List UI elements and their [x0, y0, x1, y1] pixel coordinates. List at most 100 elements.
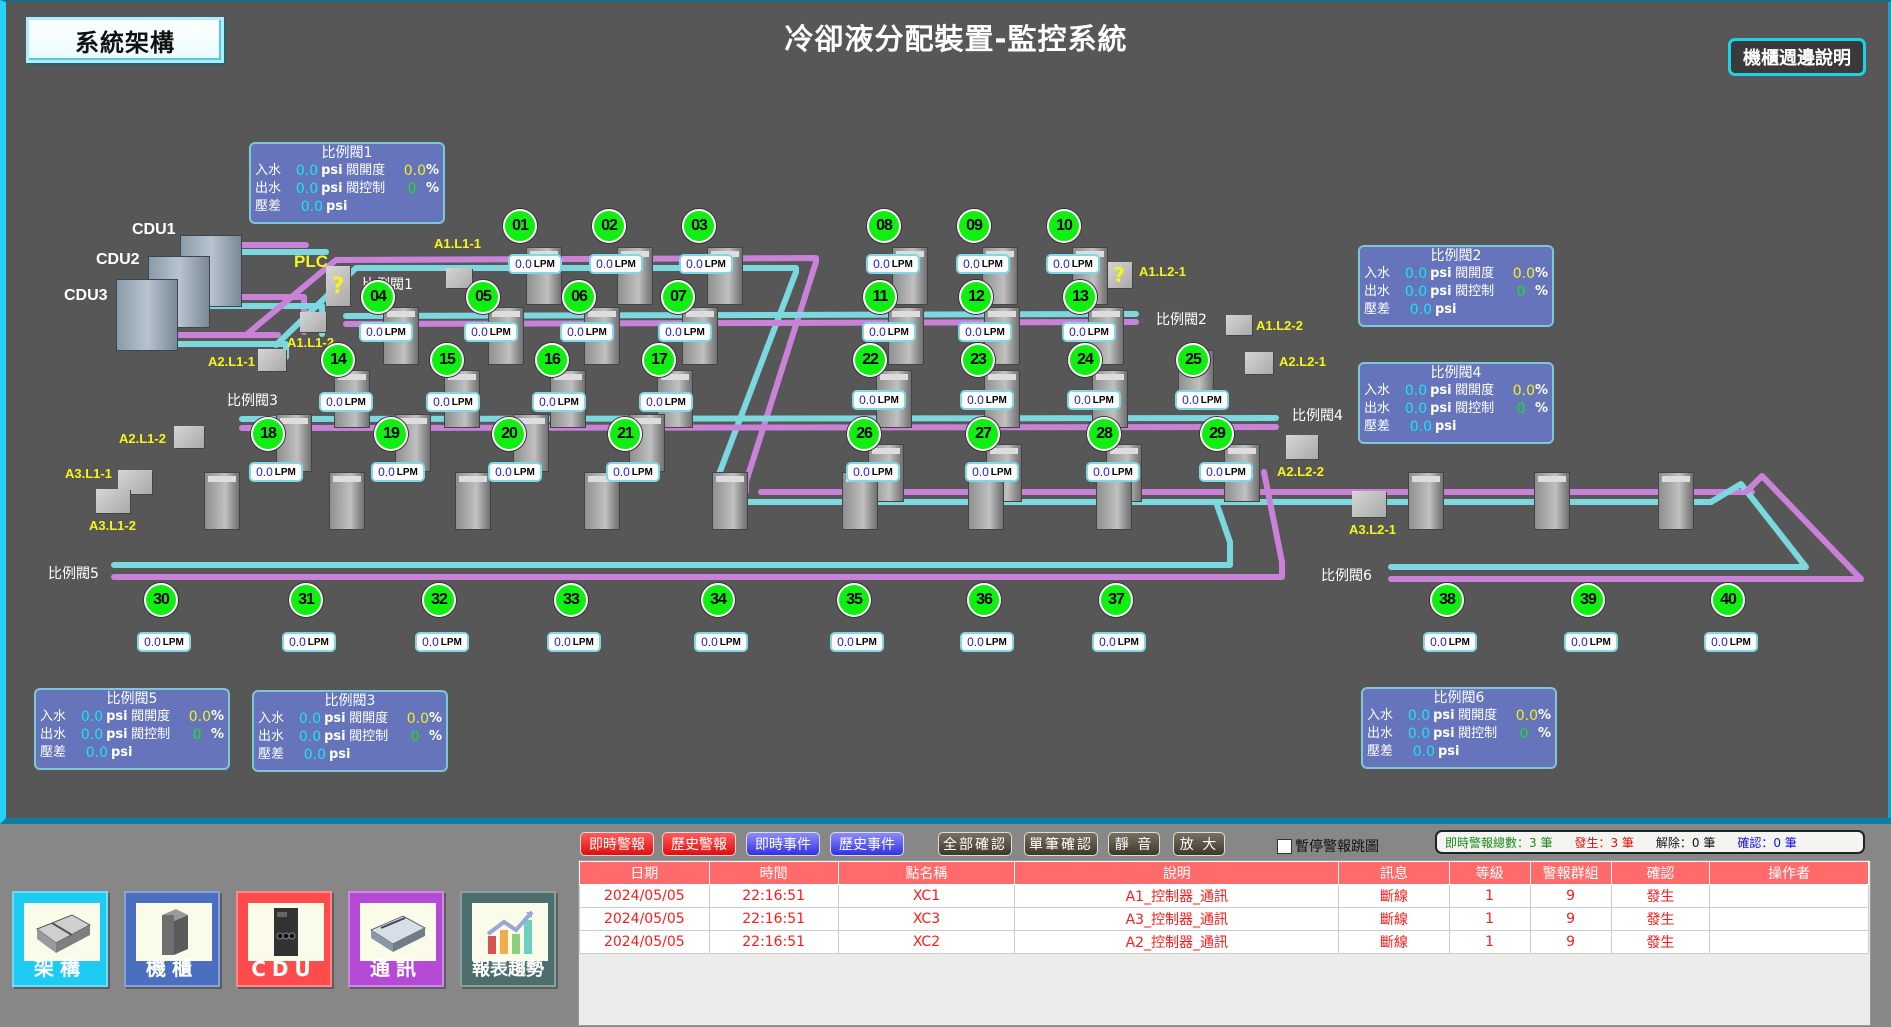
psi-unit: psi — [1430, 284, 1452, 299]
rack-cabinet[interactable] — [1408, 472, 1444, 530]
rack-cabinet[interactable] — [1658, 472, 1694, 530]
controller-box-a3l1-2[interactable] — [96, 489, 130, 513]
rack-status-badge[interactable]: 16 — [535, 343, 569, 377]
psi-unit: psi — [1433, 726, 1455, 741]
rack-status-badge[interactable]: 40 — [1711, 583, 1745, 617]
realtime-alarm-button[interactable]: 即時警報 — [580, 832, 654, 856]
history-event-button[interactable]: 歷史事件 — [830, 832, 904, 856]
controller-box-a2l1-1[interactable] — [258, 349, 286, 371]
rack-status-badge[interactable]: 11 — [863, 280, 897, 314]
rack-status-badge[interactable]: 38 — [1430, 583, 1464, 617]
rack-status-badge[interactable]: 12 — [959, 280, 993, 314]
nav-button-cdu-unit[interactable]: CDU — [236, 891, 332, 987]
rack-status-badge[interactable]: 36 — [967, 583, 1001, 617]
rack-status-badge[interactable]: 35 — [837, 583, 871, 617]
plc-label: PLC — [294, 252, 328, 271]
rack-status-badge[interactable]: 25 — [1176, 343, 1210, 377]
nav-button-cabinet[interactable]: 機櫃 — [124, 891, 220, 987]
controller-box-a2l2-1[interactable] — [1245, 352, 1273, 374]
realtime-event-button[interactable]: 即時事件 — [746, 832, 820, 856]
rack-status-badge[interactable]: 01 — [503, 209, 537, 243]
percent-unit: % — [210, 727, 225, 742]
opening-label: 閥開度 — [1458, 708, 1498, 723]
alarm-column-header[interactable]: 時間 — [708, 861, 839, 885]
nav-button-communication-module[interactable]: 通訊 — [348, 891, 444, 987]
rack-status-badge[interactable]: 03 — [682, 209, 716, 243]
rack-status-badge[interactable]: 02 — [592, 209, 626, 243]
rack-status-badge[interactable]: 05 — [466, 280, 500, 314]
rack-status-badge[interactable]: 32 — [422, 583, 456, 617]
alarm-column-header[interactable]: 警報群組 — [1529, 861, 1612, 885]
flow-value: 0.0 — [1430, 635, 1447, 649]
controller-box-a1l2-2[interactable] — [1226, 315, 1252, 335]
rack-status-badge[interactable]: 07 — [661, 280, 695, 314]
controller-box-a3l2-1[interactable] — [1352, 491, 1386, 517]
rack-status-badge[interactable]: 15 — [430, 343, 464, 377]
alarm-column-header[interactable]: 訊息 — [1338, 861, 1450, 885]
rack-status-badge[interactable]: 21 — [608, 417, 642, 451]
rack-cabinet[interactable] — [204, 472, 240, 530]
rack-cabinet[interactable] — [712, 472, 748, 530]
rack-status-badge[interactable]: 04 — [361, 280, 395, 314]
cabinet-peripheral-help-button[interactable]: 機櫃週邊說明 — [1728, 38, 1866, 76]
rack-status-badge[interactable]: 06 — [562, 280, 596, 314]
alarm-column-header[interactable]: 操作者 — [1709, 861, 1869, 885]
mute-button[interactable]: 靜 音 — [1108, 832, 1160, 856]
alarm-column-header[interactable]: 確認 — [1610, 861, 1711, 885]
rack-status-badge[interactable]: 22 — [853, 343, 887, 377]
rack-status-badge[interactable]: 14 — [321, 343, 355, 377]
controller-box-a1l1-1[interactable] — [446, 268, 472, 288]
rack-status-badge[interactable]: 26 — [847, 417, 881, 451]
rack-cabinet[interactable] — [329, 472, 365, 530]
acknowledge-all-button[interactable]: 全部確認 — [938, 832, 1012, 856]
cdu3-unit[interactable] — [116, 279, 178, 351]
flow-value: 0.0 — [967, 635, 984, 649]
rack-status-badge[interactable]: 28 — [1087, 417, 1121, 451]
nav-button-trend-chart[interactable]: 報表趨勢 — [460, 891, 556, 987]
rack-cabinet[interactable] — [682, 307, 718, 365]
rack-status-badge[interactable]: 39 — [1571, 583, 1605, 617]
rack-status-badge[interactable]: 23 — [961, 343, 995, 377]
system-architecture-button[interactable]: 系統架構 — [26, 17, 224, 63]
rack-status-badge[interactable]: 13 — [1063, 280, 1097, 314]
plc-status-unknown-icon[interactable]: ? — [326, 266, 350, 306]
rack-status-badge[interactable]: 10 — [1047, 209, 1081, 243]
rack-status-badge[interactable]: 18 — [251, 417, 285, 451]
acknowledge-single-button[interactable]: 單筆確認 — [1024, 832, 1098, 856]
alarm-column-header[interactable]: 點名稱 — [837, 861, 1016, 885]
controller-box-a2l1-2[interactable] — [174, 426, 204, 448]
rack-status-badge[interactable]: 37 — [1099, 583, 1133, 617]
rack-status-badge[interactable]: 17 — [642, 343, 676, 377]
rack-status-badge[interactable]: 24 — [1068, 343, 1102, 377]
nav-button-label: 通訊 — [370, 956, 422, 980]
rack-status-badge[interactable]: 31 — [289, 583, 323, 617]
a1l2-status-unknown-icon[interactable]: ? — [1106, 262, 1132, 288]
rack-cabinet[interactable] — [1534, 472, 1570, 530]
controller-box-a1l1-2[interactable] — [300, 312, 326, 332]
rack-cabinet[interactable] — [455, 472, 491, 530]
alarm-column-header[interactable]: 日期 — [579, 861, 710, 885]
rack-status-badge[interactable]: 30 — [144, 583, 178, 617]
flow-unit: LPM — [614, 258, 636, 270]
alarm-column-header[interactable]: 等級 — [1448, 861, 1531, 885]
checkbox-box[interactable] — [1277, 838, 1292, 854]
rack-status-badge[interactable]: 27 — [966, 417, 1000, 451]
alarm-column-header[interactable]: 說明 — [1014, 861, 1340, 885]
rack-status-badge[interactable]: 08 — [867, 209, 901, 243]
pause-alarm-jump-checkbox[interactable]: 暫停警報跳圖 — [1277, 836, 1379, 856]
rack-status-badge[interactable]: 19 — [374, 417, 408, 451]
rack-status-badge[interactable]: 34 — [701, 583, 735, 617]
rack-status-badge[interactable]: 20 — [492, 417, 526, 451]
controller-box-a2l2-2[interactable] — [1286, 435, 1318, 459]
history-alarm-button[interactable]: 歷史警報 — [662, 832, 736, 856]
zoom-in-button[interactable]: 放 大 — [1173, 832, 1225, 856]
nav-button-floorplan[interactable]: 架構 — [12, 891, 108, 987]
rack-status-badge[interactable]: 09 — [957, 209, 991, 243]
rack-status-badge[interactable]: 33 — [554, 583, 588, 617]
rack-status-badge[interactable]: 29 — [1200, 417, 1234, 451]
